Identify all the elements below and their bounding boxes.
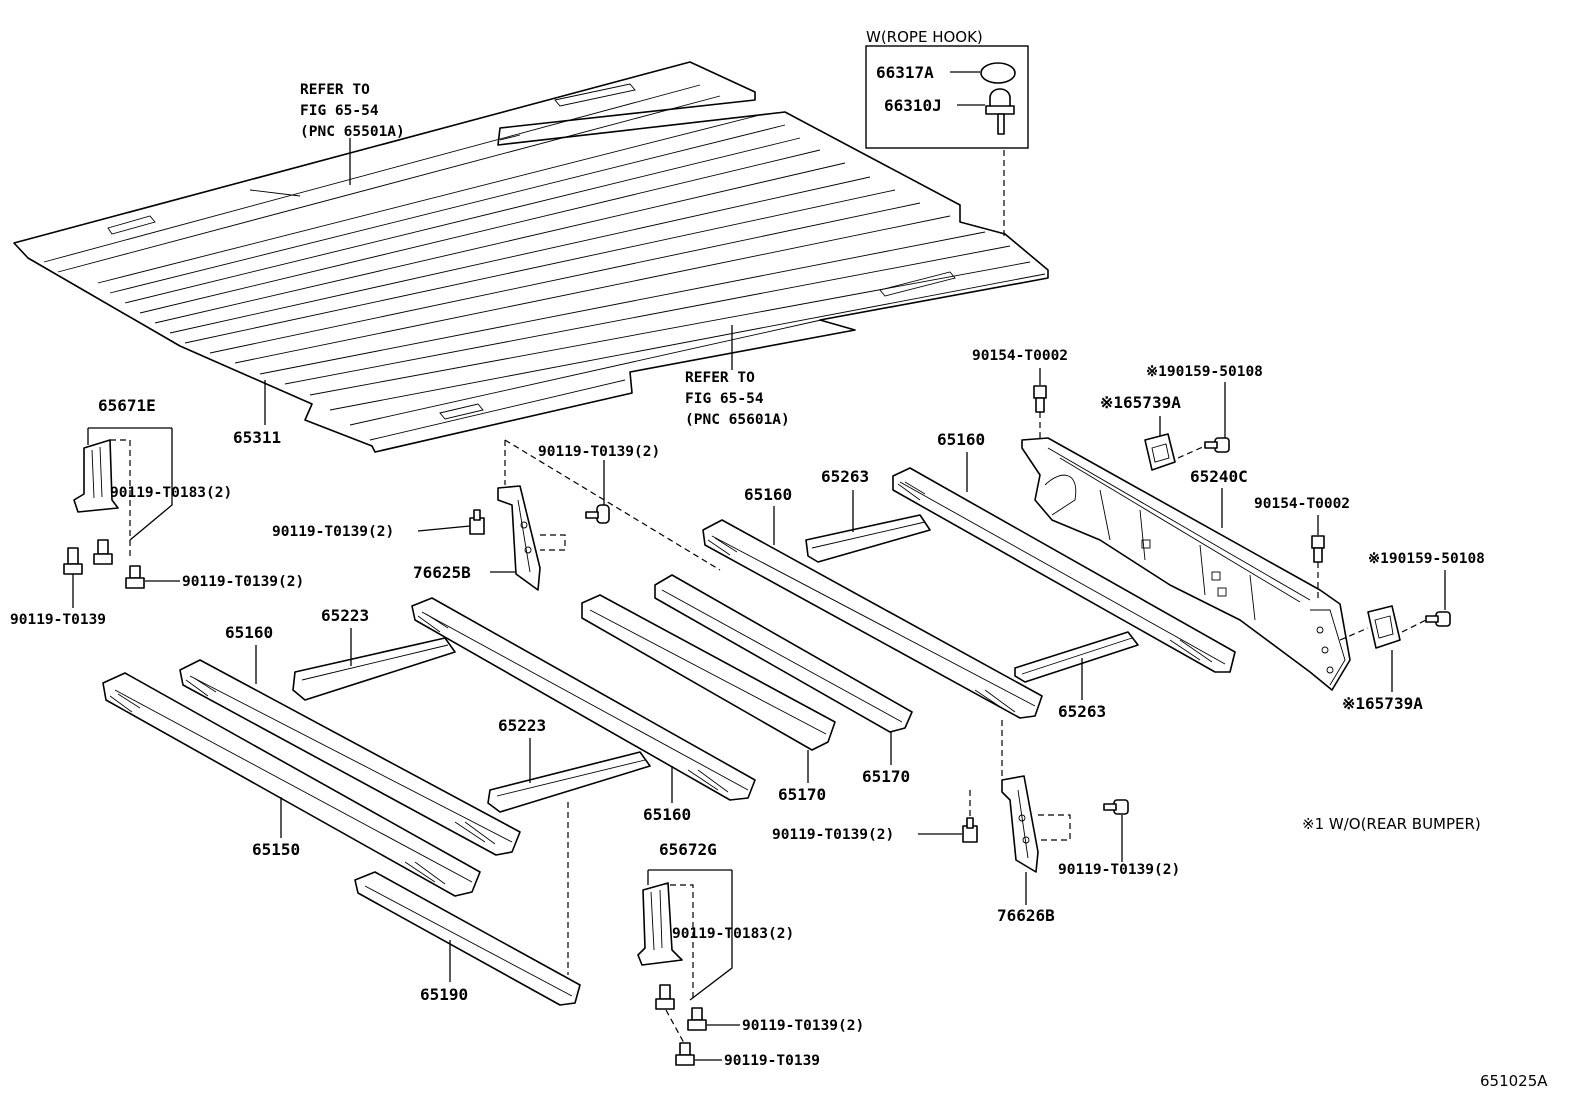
label-bolt-t0183-left: 90119-T0183(2) <box>110 485 232 501</box>
label-66310j: 66310J <box>884 96 942 115</box>
brace-65263-top <box>805 514 931 563</box>
refer-top-line1: REFER TO <box>300 82 370 98</box>
sill-65190 <box>354 871 581 1006</box>
label-bolt-t0139-bottom-b: 90119-T0139 <box>724 1053 820 1069</box>
refer-top-line3: (PNC 65501A) <box>300 124 405 140</box>
rope-hook-icon <box>985 88 1015 135</box>
sill-65170-b <box>654 574 913 733</box>
bolt-icon <box>63 547 83 575</box>
bolt-icon <box>125 565 145 589</box>
label-pad-bottom: ※165739A <box>1342 694 1423 713</box>
label-bolt-t0139-right-left: 90119-T0139(2) <box>772 827 894 843</box>
rope-hook-box: W(ROPE HOOK) 66317A 66310J <box>865 28 1029 149</box>
bolt-icon <box>655 984 675 1010</box>
label-65160-b: 65160 <box>643 805 691 824</box>
refer-bottom-line1: REFER TO <box>685 370 755 386</box>
crossmember-65240c <box>1021 437 1351 691</box>
label-bolt-t0183-bottom: 90119-T0183(2) <box>672 926 794 942</box>
label-bolt-t0139-left-right: 90119-T0139(2) <box>182 574 304 590</box>
sill-65160-d <box>892 467 1236 673</box>
label-bolt-50108-top: ※190159-50108 <box>1146 364 1263 380</box>
label-66317a: 66317A <box>876 63 934 82</box>
sill-65170-a <box>581 594 836 751</box>
refer-top-line2: FIG 65-54 <box>300 103 379 119</box>
label-65672g: 65672G <box>659 840 717 859</box>
label-65223-top: 65223 <box>321 606 369 625</box>
label-65170-b: 65170 <box>862 767 910 786</box>
label-bolt-t0139-left-bottom: 90119-T0139 <box>10 612 106 628</box>
refer-bottom-line3: (PNC 65601A) <box>685 412 790 428</box>
label-65240c: 65240C <box>1190 467 1248 486</box>
brace-65223-bottom <box>487 751 651 813</box>
label-bolt-t0139-mid-left: 90119-T0139(2) <box>272 524 394 540</box>
label-65170-a: 65170 <box>778 785 826 804</box>
label-bolt-t0002-right: 90154-T0002 <box>1254 496 1350 512</box>
pad-165739a-bottom <box>1367 605 1401 649</box>
bracket-76626b <box>1001 775 1039 873</box>
brace-65223-top <box>292 637 456 701</box>
label-65150: 65150 <box>252 840 300 859</box>
bolt-icon <box>585 504 610 524</box>
floor-panel <box>13 61 1049 453</box>
label-65160-c: 65160 <box>744 485 792 504</box>
label-65223-bottom: 65223 <box>498 716 546 735</box>
note-without-rear-bumper: ※1 W/O(REAR BUMPER) <box>1302 815 1481 833</box>
bolt-icon <box>1204 437 1230 453</box>
label-65190: 65190 <box>420 985 468 1004</box>
bolt-icon <box>1033 385 1047 413</box>
bolt-icon <box>962 817 978 843</box>
bolt-icon <box>1425 611 1451 627</box>
diagram-id: 651025A <box>1480 1072 1548 1090</box>
label-76626b: 76626B <box>997 906 1055 925</box>
sill-65160-a <box>179 659 521 856</box>
sill-65160-b <box>411 597 756 801</box>
label-65263-top: 65263 <box>821 467 869 486</box>
sill-65150 <box>102 672 481 897</box>
bracket-65672g <box>637 882 683 966</box>
rope-hook-title: W(ROPE HOOK) <box>866 28 983 46</box>
refer-bottom-line2: FIG 65-54 <box>685 391 764 407</box>
sill-65160-c <box>702 519 1043 719</box>
bolt-icon <box>675 1042 695 1066</box>
label-65160-d: 65160 <box>937 430 985 449</box>
brace-65263-bottom <box>1014 631 1139 683</box>
label-bolt-t0002-top: 90154-T0002 <box>972 348 1068 364</box>
bracket-65671e <box>73 439 119 513</box>
label-pad-top: ※165739A <box>1100 393 1181 412</box>
bolt-icon <box>93 539 113 565</box>
bracket-76625b <box>497 485 541 591</box>
label-bolt-t0139-upper-mid: 90119-T0139(2) <box>538 444 660 460</box>
bolt-icon <box>687 1007 707 1031</box>
label-65671e: 65671E <box>98 396 156 415</box>
label-bolt-t0139-bottom-a: 90119-T0139(2) <box>742 1018 864 1034</box>
bolt-icon <box>1311 535 1325 563</box>
bolt-icon <box>1103 799 1129 815</box>
label-65160-a: 65160 <box>225 623 273 642</box>
pad-165739a-top <box>1144 433 1176 471</box>
rope-hook-cap-icon <box>980 62 1016 84</box>
label-65311: 65311 <box>233 428 281 447</box>
bolt-icon <box>469 509 485 535</box>
label-bolt-t0139-right-right: 90119-T0139(2) <box>1058 862 1180 878</box>
label-bolt-50108-right: ※190159-50108 <box>1368 551 1485 567</box>
label-76625b: 76625B <box>413 563 471 582</box>
label-65263-bottom: 65263 <box>1058 702 1106 721</box>
